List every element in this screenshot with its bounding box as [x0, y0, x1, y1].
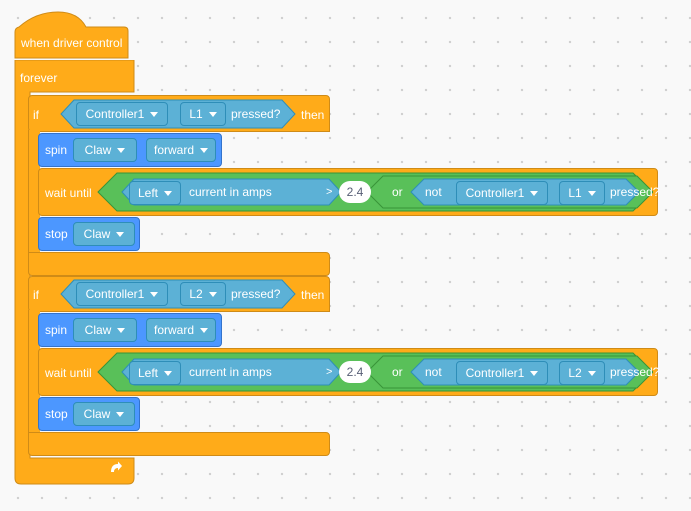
- wait-until-label-1: wait until: [45, 186, 92, 200]
- value-input-2[interactable]: 2.4: [339, 361, 371, 383]
- not-controller-dropdown-1[interactable]: Controller1: [456, 181, 548, 205]
- stop-motor-dropdown-2[interactable]: Claw: [73, 402, 135, 426]
- caret-down-icon: [530, 370, 539, 376]
- not-button-dropdown-1[interactable]: L1: [559, 181, 605, 205]
- value-input-1[interactable]: 2.4: [339, 181, 371, 203]
- hat-shape: [14, 11, 129, 59]
- spin-motor-dropdown-2-value: Claw: [84, 323, 112, 337]
- sensor-motor-dropdown-2[interactable]: Left: [129, 361, 181, 385]
- caret-down-icon: [150, 111, 159, 117]
- caret-down-icon: [150, 291, 159, 297]
- condition-pressed-2[interactable]: Controller1 L2 pressed?: [60, 279, 296, 309]
- controller-dropdown-1[interactable]: Controller1: [76, 102, 168, 126]
- button-dropdown-1[interactable]: L1: [180, 102, 226, 126]
- controller-dropdown-2[interactable]: Controller1: [76, 282, 168, 306]
- spin-direction-dropdown-2[interactable]: forward: [146, 318, 216, 342]
- stop-block-1[interactable]: stop Claw: [38, 217, 140, 251]
- caret-down-icon: [530, 190, 539, 196]
- caret-down-icon: [587, 190, 596, 196]
- stop-label-1: stop: [45, 227, 68, 241]
- greater-than-label-1: >: [326, 186, 333, 198]
- value-input-2-text: 2.4: [346, 365, 364, 379]
- if-label-2: if: [33, 288, 39, 302]
- caret-down-icon: [116, 411, 125, 417]
- or-label-2: or: [392, 365, 403, 379]
- condition-pressed-1[interactable]: Controller1 L1 pressed?: [60, 99, 296, 129]
- not-button-dropdown-2-value: L2: [568, 366, 582, 380]
- forever-block[interactable]: forever: [14, 60, 136, 488]
- or-operator-2[interactable]: Left current in amps > 2.4 or not Contro…: [97, 352, 659, 392]
- sensor-motor-dropdown-1[interactable]: Left: [129, 181, 181, 205]
- button-dropdown-2[interactable]: L2: [180, 282, 226, 306]
- stop-block-2[interactable]: stop Claw: [38, 397, 140, 431]
- caret-down-icon: [200, 147, 208, 153]
- caret-down-icon: [208, 111, 217, 117]
- spin-motor-dropdown-2[interactable]: Claw: [73, 318, 137, 342]
- not-label-2: not: [425, 365, 442, 379]
- button-dropdown-1-value: L1: [189, 107, 203, 121]
- current-in-amps-label-2: current in amps: [189, 365, 272, 379]
- sensor-motor-dropdown-2-value: Left: [137, 366, 158, 380]
- caret-down-icon: [116, 231, 125, 237]
- value-input-1-text: 2.4: [346, 185, 364, 199]
- spin-block-1[interactable]: spin Claw forward: [38, 133, 222, 167]
- wait-until-label-2: wait until: [45, 366, 92, 380]
- controller-dropdown-1-value: Controller1: [85, 107, 145, 121]
- caret-down-icon: [208, 291, 217, 297]
- forever-shape: [14, 60, 135, 485]
- if-block-2-foot: [28, 432, 330, 456]
- if-block-2-arm: [28, 310, 40, 434]
- pressed-label-2: pressed?: [231, 287, 281, 301]
- when-driver-control-hat[interactable]: when driver control: [14, 8, 130, 60]
- caret-down-icon: [587, 370, 596, 376]
- spin-motor-dropdown-1[interactable]: Claw: [73, 138, 137, 162]
- caret-down-icon: [200, 327, 208, 333]
- greater-than-label-2: >: [326, 366, 333, 378]
- controller-dropdown-2-value: Controller1: [85, 287, 145, 301]
- stop-motor-dropdown-1-value: Claw: [83, 227, 111, 241]
- caret-down-icon: [117, 147, 126, 153]
- or-label-1: or: [392, 185, 403, 199]
- wait-until-block-2[interactable]: wait until Left current in amps > 2.4 or…: [38, 348, 659, 396]
- spin-direction-dropdown-2-value: forward: [153, 323, 194, 337]
- not-controller-dropdown-2-value: Controller1: [465, 366, 525, 380]
- spin-direction-dropdown-1[interactable]: forward: [146, 138, 216, 162]
- spin-motor-dropdown-1-value: Claw: [84, 143, 112, 157]
- not-controller-dropdown-1-value: Controller1: [465, 186, 525, 200]
- sensor-motor-dropdown-1-value: Left: [137, 186, 158, 200]
- spin-label-1: spin: [45, 143, 68, 157]
- hat-label: when driver control: [21, 36, 123, 50]
- caret-down-icon: [164, 190, 172, 196]
- if-label-1: if: [33, 108, 39, 122]
- not-pressed-label-2: pressed?: [610, 365, 660, 379]
- not-label-1: not: [425, 185, 442, 199]
- current-in-amps-label-1: current in amps: [189, 185, 272, 199]
- stop-motor-dropdown-2-value: Claw: [83, 407, 111, 421]
- then-label-1: then: [301, 108, 325, 122]
- caret-down-icon: [117, 327, 126, 333]
- if-block-1-foot: [28, 252, 330, 276]
- then-label-2: then: [301, 288, 325, 302]
- wait-until-block-1[interactable]: wait until Left current in amps > 2.4 or…: [38, 168, 659, 216]
- loop-arrow-icon: [111, 461, 122, 472]
- spin-direction-dropdown-1-value: forward: [153, 143, 194, 157]
- not-controller-dropdown-2[interactable]: Controller1: [456, 361, 548, 385]
- not-button-dropdown-1-value: L1: [568, 186, 582, 200]
- if-block-1-arm: [28, 130, 40, 254]
- pressed-label-1: pressed?: [231, 107, 281, 121]
- not-pressed-label-1: pressed?: [610, 185, 660, 199]
- caret-down-icon: [164, 370, 172, 376]
- stop-label-2: stop: [45, 407, 68, 421]
- spin-label-2: spin: [45, 323, 68, 337]
- button-dropdown-2-value: L2: [189, 287, 203, 301]
- not-button-dropdown-2[interactable]: L2: [559, 361, 605, 385]
- stop-motor-dropdown-1[interactable]: Claw: [73, 222, 135, 246]
- forever-label: forever: [20, 71, 58, 85]
- spin-block-2[interactable]: spin Claw forward: [38, 313, 222, 347]
- or-operator-1[interactable]: Left current in amps > 2.4 or not Contro…: [97, 172, 659, 212]
